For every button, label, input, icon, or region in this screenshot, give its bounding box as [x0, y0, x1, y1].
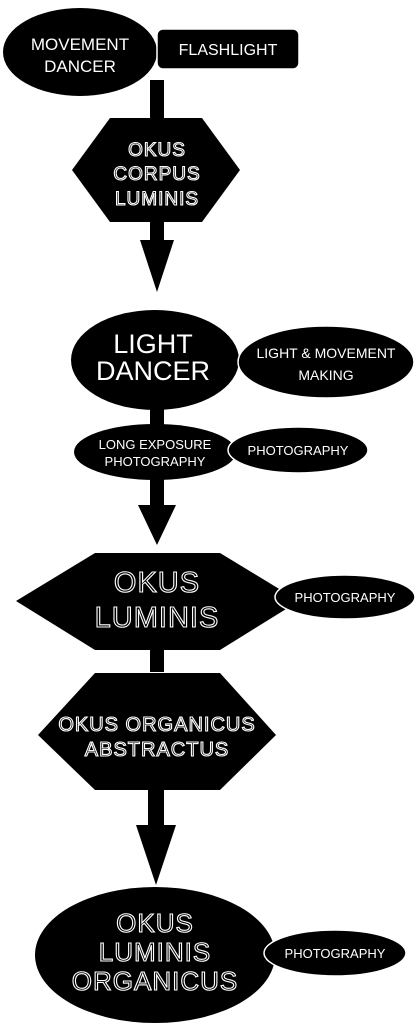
connector-bar-6	[148, 785, 164, 830]
long-exposure-line1: LONG EXPOSURE	[99, 437, 212, 452]
arrow-head-1	[140, 240, 174, 292]
light-dancer-line2: DANCER	[96, 356, 210, 386]
arrow-head-2	[138, 505, 176, 545]
node-okus-luminis-organicus: OKUS LUMINIS ORGANICUS	[35, 887, 275, 1023]
okus-luminis-line1: OKUS	[114, 567, 200, 599]
okus-corpus-luminis-line2: CORPUS	[113, 164, 200, 185]
light-dancer-line1: LIGHT	[113, 329, 193, 359]
okus-luminis-organicus-line3: ORGANICUS	[72, 966, 238, 996]
movement-dancer-line2: DANCER	[44, 57, 116, 76]
movement-dancer-line1: MOVEMENT	[31, 35, 129, 54]
node-okus-corpus-luminis: OKUS CORPUS LUMINIS	[72, 118, 240, 222]
long-exposure-line2: PHOTOGRAPHY	[105, 454, 206, 469]
node-photography-2: PHOTOGRAPHY	[274, 574, 416, 620]
photography-3-label: PHOTOGRAPHY	[285, 946, 386, 961]
okus-luminis-organicus-line1: OKUS	[116, 908, 194, 938]
okus-luminis-organicus-line2: LUMINIS	[99, 937, 211, 967]
node-photography-3: PHOTOGRAPHY	[263, 929, 407, 977]
photography-2-label: PHOTOGRAPHY	[295, 590, 396, 605]
node-movement-dancer: MOVEMENT DANCER	[3, 8, 157, 96]
arrow-head-3	[136, 825, 176, 885]
okus-organicus-abstractus-line2: ABSTRACTUS	[85, 739, 229, 761]
flashlight-label: FLASHLIGHT	[179, 42, 278, 59]
light-movement-making-line2: MAKING	[298, 367, 353, 383]
okus-luminis-line2: LUMINIS	[95, 602, 220, 634]
connector-bar-3	[150, 405, 164, 430]
light-movement-making-line1: LIGHT & MOVEMENT	[257, 345, 396, 361]
node-okus-organicus-abstractus: OKUS ORGANICUS ABSTRACTUS	[38, 673, 276, 790]
node-light-movement-making: LIGHT & MOVEMENT MAKING	[237, 325, 415, 399]
node-photography-1: PHOTOGRAPHY	[227, 426, 369, 474]
node-light-dancer: LIGHT DANCER	[71, 310, 239, 410]
connector-bar-5	[150, 650, 164, 672]
node-long-exposure-photography: LONG EXPOSURE PHOTOGRAPHY	[74, 424, 236, 480]
photography-1-label: PHOTOGRAPHY	[248, 443, 349, 458]
node-flashlight: FLASHLIGHT	[156, 28, 300, 70]
okus-corpus-luminis-line3: LUMINIS	[115, 189, 199, 210]
okus-corpus-luminis-line1: OKUS	[128, 140, 186, 161]
okus-organicus-abstractus-line1: OKUS ORGANICUS	[58, 714, 255, 736]
node-okus-luminis: OKUS LUMINIS	[16, 553, 299, 650]
